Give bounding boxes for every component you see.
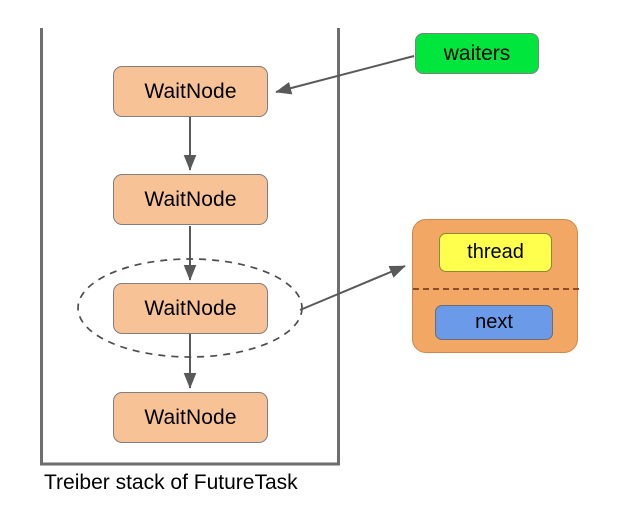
field-thread-box[interactable]: thread — [439, 233, 552, 272]
field-thread-label: thread — [467, 241, 524, 263]
waitnode-box-2[interactable]: WaitNode — [113, 174, 268, 225]
waitnode-label-2: WaitNode — [144, 187, 237, 211]
diagram-caption: Treiber stack of FutureTask — [44, 471, 298, 494]
waitnode-label-1: WaitNode — [144, 79, 237, 103]
waitnode-label-3: WaitNode — [144, 296, 237, 320]
waiters-label: waiters — [443, 41, 511, 65]
field-next-box[interactable]: next — [435, 305, 553, 340]
panel-divider — [413, 288, 579, 290]
waiters-box[interactable]: waiters — [415, 33, 539, 74]
field-next-label: next — [475, 311, 513, 333]
waitnode-box-3[interactable]: WaitNode — [113, 283, 268, 334]
waiters-pointer-arrow — [275, 55, 415, 95]
waitnode-label-4: WaitNode — [144, 405, 237, 429]
detail-expand-arrow — [299, 265, 406, 311]
waitnode-box-1[interactable]: WaitNode — [113, 66, 268, 117]
waitnode-box-4[interactable]: WaitNode — [113, 392, 268, 443]
waitnode-detail-panel: thread next — [412, 219, 579, 353]
